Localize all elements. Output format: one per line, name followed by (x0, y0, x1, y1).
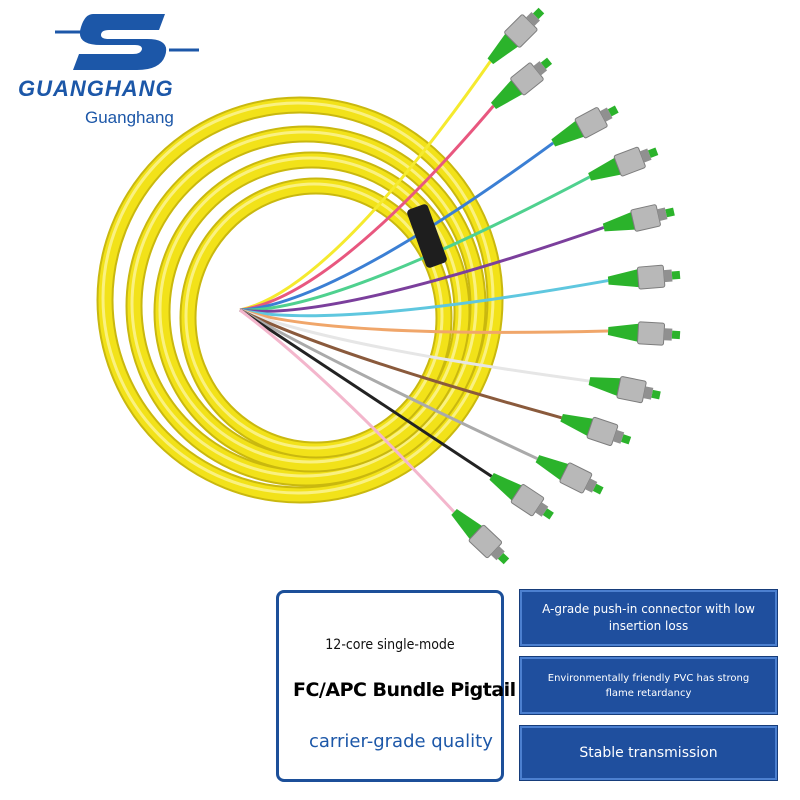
brand-name: GUANGHANG (18, 76, 174, 101)
connector-nut (637, 321, 666, 346)
fc-apc-connector (602, 204, 675, 232)
connector-ferrule-housing (639, 148, 652, 163)
fc-apc-connector (607, 321, 681, 346)
cable-coil (155, 153, 469, 471)
connector-nut (636, 264, 666, 290)
fc-apc-connector (551, 105, 619, 147)
fiber-strand (239, 226, 605, 313)
cable-breakout-sleeve (407, 204, 447, 268)
fc-apc-connectors (451, 7, 681, 565)
fc-apc-connector (535, 455, 604, 495)
yellow-cable-coils (96, 96, 504, 504)
connector-ferrule-housing (663, 269, 673, 283)
fiber-strand (239, 308, 609, 334)
product-title: FC/APC Bundle Pigtail (293, 679, 516, 701)
product-title-card: 12-core single-mode FC/APC Bundle Pigtai… (276, 590, 516, 782)
connector-boot (607, 323, 639, 342)
connector-ferrule-housing (612, 429, 625, 444)
connector-dust-cap (497, 552, 510, 565)
connector-ferrule-housing (490, 546, 505, 561)
fiber-strand (239, 308, 563, 420)
cable-coil (181, 179, 451, 457)
cable-coil-highlight (130, 130, 478, 478)
connector-boot (489, 473, 522, 501)
connector-dust-cap (671, 330, 681, 340)
product-quality-tagline: carrier-grade quality (309, 731, 493, 752)
fc-apc-connector (560, 413, 632, 446)
connector-nut (510, 484, 545, 517)
connector-ferrule-housing (535, 502, 549, 517)
connector-dust-cap (665, 207, 675, 218)
connector-boot (588, 157, 621, 181)
brand-subname: Guanghang (85, 108, 174, 127)
connector-nut (586, 416, 619, 446)
cable-coil-highlight (184, 182, 444, 450)
product-core-type: 12-core single-mode (325, 637, 455, 653)
connector-dust-cap (532, 7, 545, 20)
fiber-strand (239, 308, 590, 383)
connector-boot (535, 455, 569, 481)
connector-dust-cap (540, 57, 553, 69)
connector-boot (451, 509, 483, 540)
fc-apc-connector (607, 264, 681, 290)
connector-ferrule-housing (584, 478, 598, 493)
connector-nut (616, 376, 647, 404)
fiber-strand (239, 308, 493, 478)
connector-dust-cap (671, 270, 681, 280)
feature-badge-transmission: Stable transmission (520, 726, 777, 780)
connector-boot (588, 377, 621, 396)
connector-ferrule-housing (657, 207, 668, 221)
connector-boot (551, 120, 584, 147)
connector-nut (468, 524, 503, 559)
connector-boot (487, 33, 518, 65)
fiber-strand (239, 279, 609, 318)
brand-logo-icon (55, 14, 199, 70)
fc-apc-connector (487, 7, 545, 65)
cable-coil-highlight (158, 156, 462, 464)
fc-apc-connector (588, 376, 661, 404)
fiber-strand (239, 141, 555, 312)
fc-apc-connector (588, 146, 659, 181)
connector-boot (560, 413, 593, 436)
connector-ferrule-housing (663, 328, 673, 341)
connector-nut (630, 204, 661, 232)
connector-dust-cap (647, 147, 659, 158)
connector-dust-cap (607, 105, 619, 117)
connector-ferrule-housing (599, 107, 613, 122)
connector-dust-cap (592, 483, 604, 495)
fiber-strands (239, 60, 609, 513)
fiber-strand (239, 308, 456, 513)
fiber-strand (239, 60, 492, 312)
connector-boot (602, 212, 635, 232)
feature-badge-pvc: Environmentally friendly PVC has strong … (520, 657, 777, 714)
connector-ferrule-housing (533, 61, 548, 76)
connector-ferrule-housing (525, 11, 540, 27)
connector-dust-cap (651, 389, 661, 400)
connector-dust-cap (621, 434, 632, 445)
feature-badge-connector: A-grade push-in connector with low inser… (520, 590, 777, 646)
fc-apc-connector (489, 473, 554, 520)
fiber-strand (239, 104, 495, 312)
connector-nut (574, 107, 608, 139)
connector-dust-cap (542, 508, 554, 520)
cable-coil (127, 127, 485, 485)
fc-apc-connector (451, 509, 510, 565)
connector-nut (510, 62, 544, 96)
fiber-strand (239, 175, 591, 312)
fc-apc-connector (490, 57, 553, 110)
connector-boot (607, 269, 639, 288)
fiber-strand (239, 308, 539, 461)
connector-ferrule-housing (643, 386, 654, 400)
connector-boot (490, 80, 523, 110)
